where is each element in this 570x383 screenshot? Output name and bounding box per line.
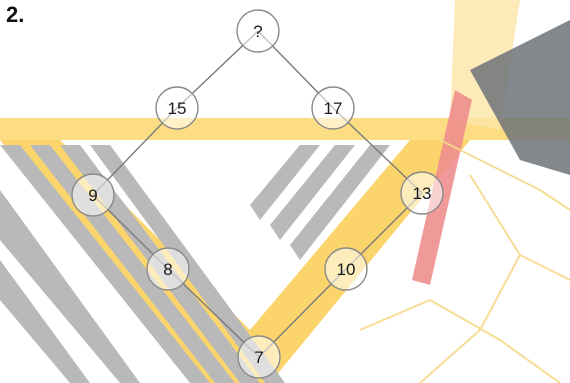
watermark-cap bbox=[470, 20, 570, 175]
node-label: 9 bbox=[88, 186, 97, 205]
node-label: 17 bbox=[324, 99, 343, 118]
node-left-2: 9 bbox=[71, 173, 115, 217]
node-circle bbox=[237, 335, 281, 379]
node-right-1: 17 bbox=[311, 86, 355, 130]
nodes: ? 15 17 9 13 8 10 7 bbox=[71, 9, 444, 379]
node-label: 8 bbox=[163, 260, 172, 279]
node-right-2: 13 bbox=[400, 171, 444, 215]
node-top: ? bbox=[236, 9, 280, 53]
node-label: 13 bbox=[413, 184, 432, 203]
node-label: 7 bbox=[254, 348, 263, 367]
watermark-outline bbox=[359, 139, 570, 383]
node-circle bbox=[146, 247, 190, 291]
question-number: 2. bbox=[6, 2, 25, 27]
node-left-1: 15 bbox=[155, 86, 199, 130]
node-circle bbox=[400, 171, 444, 215]
node-circle bbox=[324, 247, 368, 291]
node-label: ? bbox=[253, 22, 262, 41]
node-label: 10 bbox=[337, 260, 356, 279]
node-circle bbox=[236, 9, 280, 53]
watermark-gold-band bbox=[0, 118, 570, 140]
node-circle bbox=[155, 86, 199, 130]
node-circle bbox=[71, 173, 115, 217]
node-left-3: 8 bbox=[146, 247, 190, 291]
node-bottom: 7 bbox=[237, 335, 281, 379]
node-right-3: 10 bbox=[324, 247, 368, 291]
node-label: 15 bbox=[168, 99, 187, 118]
edges bbox=[92, 30, 423, 358]
node-circle bbox=[311, 86, 355, 130]
